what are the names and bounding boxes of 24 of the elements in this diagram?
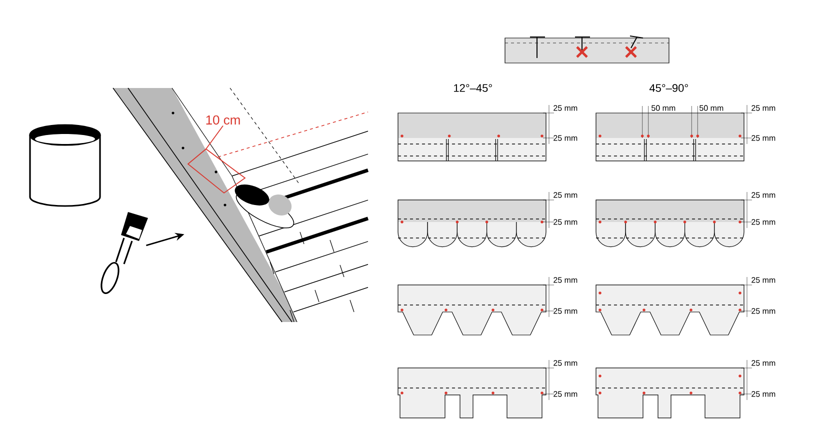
dimension-label: 25 mm xyxy=(752,391,776,397)
dimension-label: 25 mm xyxy=(752,308,776,314)
dimension-label: 25 mm xyxy=(554,277,578,283)
dimension-label: 25 mm xyxy=(752,192,776,198)
angle-heading: 45°–90° xyxy=(649,84,688,92)
dimension-label: 25 mm xyxy=(752,360,776,366)
dimension-label: 25 mm xyxy=(554,308,578,314)
dimension-label: 10 cm xyxy=(206,115,240,125)
roof-drawing xyxy=(112,88,369,322)
dimension-label: 25 mm xyxy=(554,360,578,366)
dimension-label: 25 mm xyxy=(554,391,578,397)
dimension-label: 25 mm xyxy=(554,219,578,225)
trowel-drawing xyxy=(100,212,148,294)
dimension-label: 25 mm xyxy=(752,135,776,141)
dimension-label: 50 mm xyxy=(700,105,724,111)
dimension-label: 25 mm xyxy=(752,277,776,283)
leader-line xyxy=(206,125,224,150)
dimension-label: 25 mm xyxy=(554,135,578,141)
angle-heading: 12°–45° xyxy=(454,84,492,92)
dimension-label: 25 mm xyxy=(554,192,578,198)
dimension-label: 25 mm xyxy=(554,105,578,111)
dimension-label: 25 mm xyxy=(752,105,776,111)
dimension-label: 50 mm xyxy=(652,105,676,111)
dimension-label: 25 mm xyxy=(752,219,776,225)
